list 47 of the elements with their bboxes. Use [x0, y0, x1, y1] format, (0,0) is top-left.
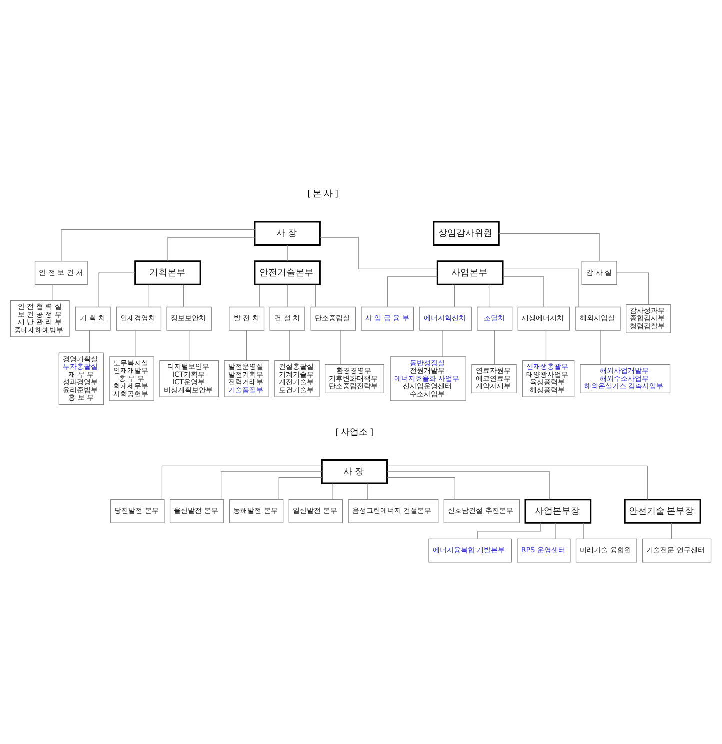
connector [494, 330, 496, 364]
connector [478, 522, 541, 539]
connector [387, 471, 550, 500]
connector [52, 284, 53, 301]
connector [89, 330, 90, 353]
connector [616, 272, 649, 304]
node-box: 안전기술 본부장 [624, 498, 702, 524]
connector [387, 276, 438, 307]
connector [148, 284, 149, 307]
connector [259, 284, 260, 307]
connector [387, 465, 648, 500]
connector [98, 272, 136, 307]
connector [555, 522, 556, 539]
connector [454, 284, 455, 307]
connector [61, 228, 256, 262]
connector [332, 482, 333, 500]
connector [162, 465, 322, 500]
connector [502, 276, 544, 307]
connector [600, 330, 601, 364]
connector [220, 471, 322, 500]
connector [490, 284, 491, 307]
node-box: 안전기술본부 [254, 260, 321, 285]
node-box: 사업본부 [436, 260, 504, 285]
connector [278, 476, 322, 500]
connector [246, 330, 248, 361]
connector [502, 268, 580, 307]
connector [168, 236, 256, 262]
node-box: 사 장 [321, 459, 388, 484]
connector [387, 476, 456, 500]
connector [546, 330, 547, 361]
connector [583, 522, 584, 539]
connector [671, 522, 672, 539]
connector [287, 244, 288, 262]
connector [498, 232, 600, 262]
connector [189, 330, 190, 361]
label: [ 사업소 ] [336, 426, 374, 436]
connector [315, 284, 316, 307]
node-box: 사 장 [254, 220, 321, 246]
connector [135, 330, 136, 357]
connector [442, 330, 444, 357]
connector [320, 236, 438, 269]
label: [ 본 사 ] [308, 188, 338, 198]
connector [287, 284, 288, 307]
node-box: 기획본부 [134, 260, 202, 285]
node-box: 사업본부장 [524, 498, 592, 524]
node-box: 상임감사위원 [433, 220, 500, 246]
connector [340, 330, 341, 364]
